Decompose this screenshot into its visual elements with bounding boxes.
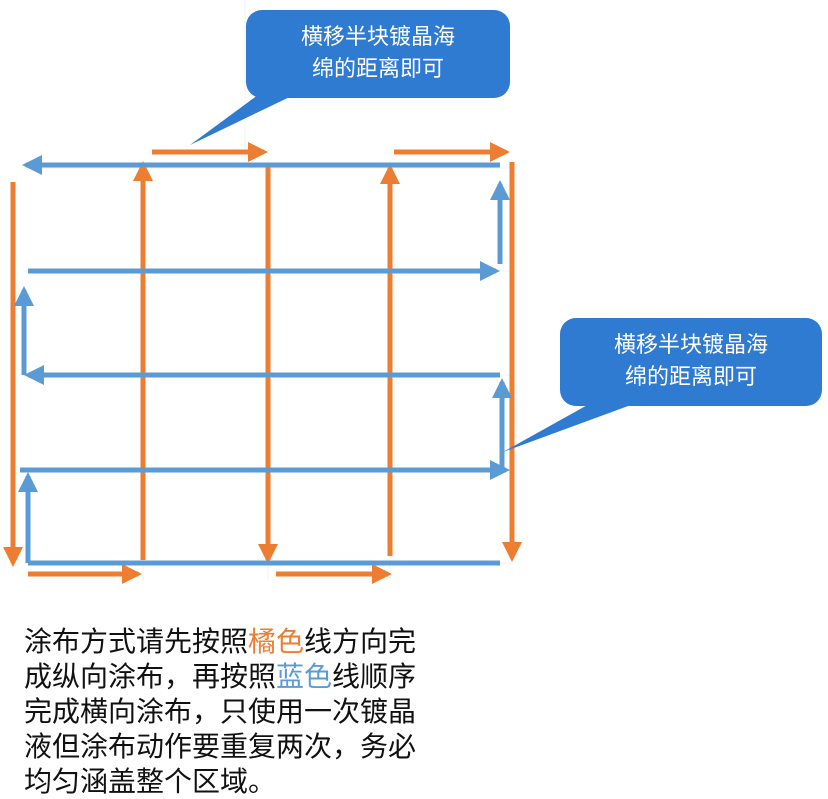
callout-top — [190, 10, 510, 145]
callout-right-line2: 绵的距离即可 — [624, 365, 757, 390]
callout-right — [503, 318, 822, 452]
instruction-part1: 涂布方式请先按照 — [24, 625, 249, 658]
instruction-blue-word: 蓝色 — [276, 660, 333, 693]
callout-right-text: 横移半块镀晶海 绵的距离即可 — [560, 330, 822, 394]
callout-top-text: 横移半块镀晶海 绵的距离即可 — [246, 22, 510, 86]
callout-top-line2: 绵的距离即可 — [311, 57, 444, 82]
blue-horizontal-paths — [13, 155, 512, 566]
callout-right-line1: 横移半块镀晶海 — [613, 333, 768, 358]
instruction-part3: 线顺序完成横向涂布，只使用一次镀晶液但涂布动作要重复两次，务必均匀涵盖整个区域。 — [24, 660, 417, 798]
instruction-orange-word: 橘色 — [248, 625, 305, 658]
instruction-text: 涂布方式请先按照橘色线方向完成纵向涂布，再按照蓝色线顺序完成横向涂布，只使用一次… — [24, 624, 434, 799]
callout-top-line1: 横移半块镀晶海 — [300, 25, 455, 50]
orange-vertical-paths — [3, 142, 522, 584]
instruction-part2: 线方向完成纵向涂布，再按照 — [24, 625, 417, 693]
